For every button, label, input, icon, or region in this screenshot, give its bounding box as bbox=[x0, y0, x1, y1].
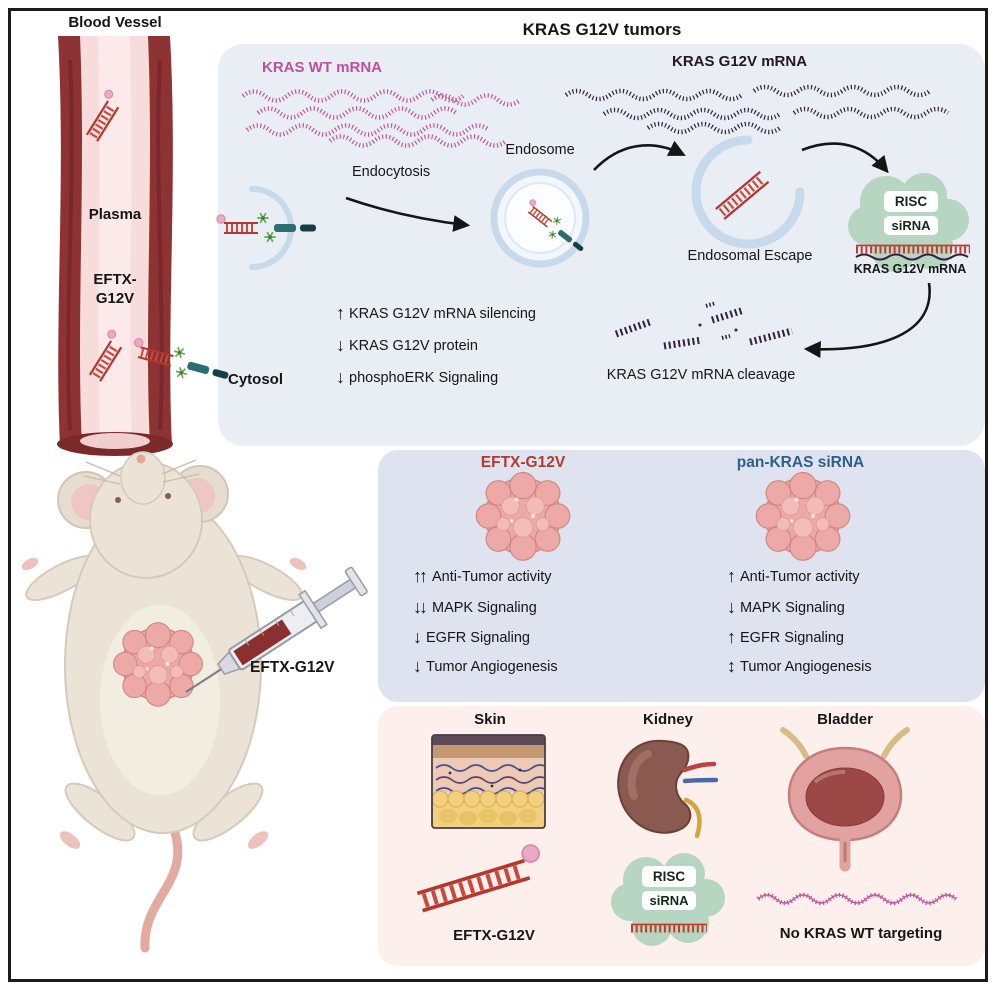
endosomal-escape-vesicle bbox=[691, 133, 807, 249]
page-title: KRAS G12V tumors bbox=[522, 20, 682, 39]
vessel-drug-label-line2: G12V bbox=[95, 290, 135, 307]
mouse-illustration bbox=[21, 451, 307, 953]
mrna-cleavage-fragments bbox=[614, 301, 793, 350]
risc-label-box-bottom: RISC bbox=[642, 866, 696, 887]
cell-effect-row: ↓ phosphoERK Signaling bbox=[336, 367, 498, 388]
mouse-injection-label: EFTX-G12V bbox=[250, 659, 335, 676]
risc-target-label: KRAS G12V mRNA bbox=[853, 262, 967, 276]
endosome-vesicle bbox=[490, 168, 589, 268]
wt-mrna-label: KRAS WT mRNA bbox=[262, 59, 382, 76]
eftx-ladder-illustration bbox=[413, 843, 545, 911]
double-up-arrow: ↑↑ bbox=[413, 566, 428, 586]
bladder-label: Bladder bbox=[817, 711, 873, 728]
down-arrow: ↓ bbox=[727, 597, 736, 617]
comparison-tumor-right bbox=[755, 471, 851, 562]
effect-text: Anti-Tumor activity bbox=[432, 568, 552, 585]
comparison-effect-row: ↕ Tumor Angiogenesis bbox=[727, 656, 872, 677]
kidney-label: Kidney bbox=[642, 711, 693, 728]
effect-text: EGFR Signaling bbox=[740, 629, 844, 646]
blood-vessel-illustration bbox=[57, 36, 173, 456]
effect-text: MAPK Signaling bbox=[740, 599, 845, 616]
cytosol-label: Cytosol bbox=[228, 371, 284, 388]
up-down-arrow: ↕ bbox=[727, 656, 736, 676]
g12v-mrna-label: KRAS G12V mRNA bbox=[672, 53, 808, 70]
up-arrow: ↑ bbox=[336, 303, 345, 323]
comparison-effect-row: ↓ MAPK Signaling bbox=[727, 597, 845, 618]
down-arrow: ↓ bbox=[413, 627, 422, 647]
effect-text: MAPK Signaling bbox=[432, 599, 537, 616]
up-arrow: ↑ bbox=[727, 566, 736, 586]
cleavage-label: KRAS G12V mRNA cleavage bbox=[606, 367, 796, 383]
up-arrow: ↑ bbox=[727, 627, 736, 647]
comparison-effect-row: ↑↑ Anti-Tumor activity bbox=[413, 566, 552, 587]
syringe-illustration bbox=[185, 566, 368, 693]
endosomal-escape-label: Endosomal Escape bbox=[687, 248, 813, 264]
effect-text: phosphoERK Signaling bbox=[349, 369, 499, 386]
membrane-pocket bbox=[217, 186, 316, 270]
comparison-panel bbox=[378, 450, 985, 702]
kidney-illustration bbox=[617, 739, 719, 839]
effect-text: KRAS G12V protein bbox=[349, 337, 478, 354]
comparison-right-title: pan-KRAS siRNA bbox=[736, 454, 865, 471]
sirna-label-box: siRNA bbox=[884, 216, 938, 235]
process-arrows bbox=[345, 140, 931, 358]
comparison-tumor-left bbox=[475, 471, 571, 562]
plasma-label: Plasma bbox=[88, 206, 142, 223]
endocytosis-label: Endocytosis bbox=[352, 164, 431, 180]
wt-mrna-strand-bottom bbox=[756, 892, 958, 906]
comparison-effect-row: ↓ Tumor Angiogenesis bbox=[413, 656, 558, 677]
risc-label-box: RISC bbox=[884, 191, 938, 212]
effect-text: KRAS G12V mRNA silencing bbox=[349, 305, 536, 322]
double-down-arrow: ↓↓ bbox=[413, 597, 428, 617]
comparison-effect-row: ↓↓ MAPK Signaling bbox=[413, 597, 537, 618]
down-arrow: ↓ bbox=[413, 656, 422, 676]
skin-label: Skin bbox=[474, 711, 506, 728]
no-targeting-label: No KRAS WT targeting bbox=[779, 925, 943, 942]
comparison-left-title: EFTX-G12V bbox=[480, 454, 566, 471]
bladder-illustration bbox=[780, 727, 910, 872]
vessel-drug-label-line1: EFTX- bbox=[93, 271, 137, 288]
effect-text: Tumor Angiogenesis bbox=[740, 658, 872, 675]
down-arrow: ↓ bbox=[336, 335, 345, 355]
g12v-mrna-strands bbox=[564, 84, 950, 135]
cell-effect-row: ↑ KRAS G12V mRNA silencing bbox=[336, 303, 536, 324]
effect-text: Tumor Angiogenesis bbox=[426, 658, 558, 675]
comparison-effect-row: ↑ Anti-Tumor activity bbox=[727, 566, 860, 587]
comparison-effect-row: ↑ EGFR Signaling bbox=[727, 627, 844, 648]
wt-mrna-strands bbox=[241, 89, 522, 148]
sirna-label-box-bottom: siRNA bbox=[642, 891, 696, 910]
effect-text: Anti-Tumor activity bbox=[740, 568, 860, 585]
down-arrow: ↓ bbox=[336, 367, 345, 387]
blood-vessel-label: Blood Vessel bbox=[68, 14, 162, 31]
eftx-ladder-label: EFTX-G12V bbox=[453, 927, 535, 944]
cell-effect-row: ↓ KRAS G12V protein bbox=[336, 335, 478, 356]
comparison-effect-row: ↓ EGFR Signaling bbox=[413, 627, 530, 648]
effect-text: EGFR Signaling bbox=[426, 629, 530, 646]
skin-illustration bbox=[431, 734, 546, 829]
endosome-label: Endosome bbox=[505, 142, 575, 158]
